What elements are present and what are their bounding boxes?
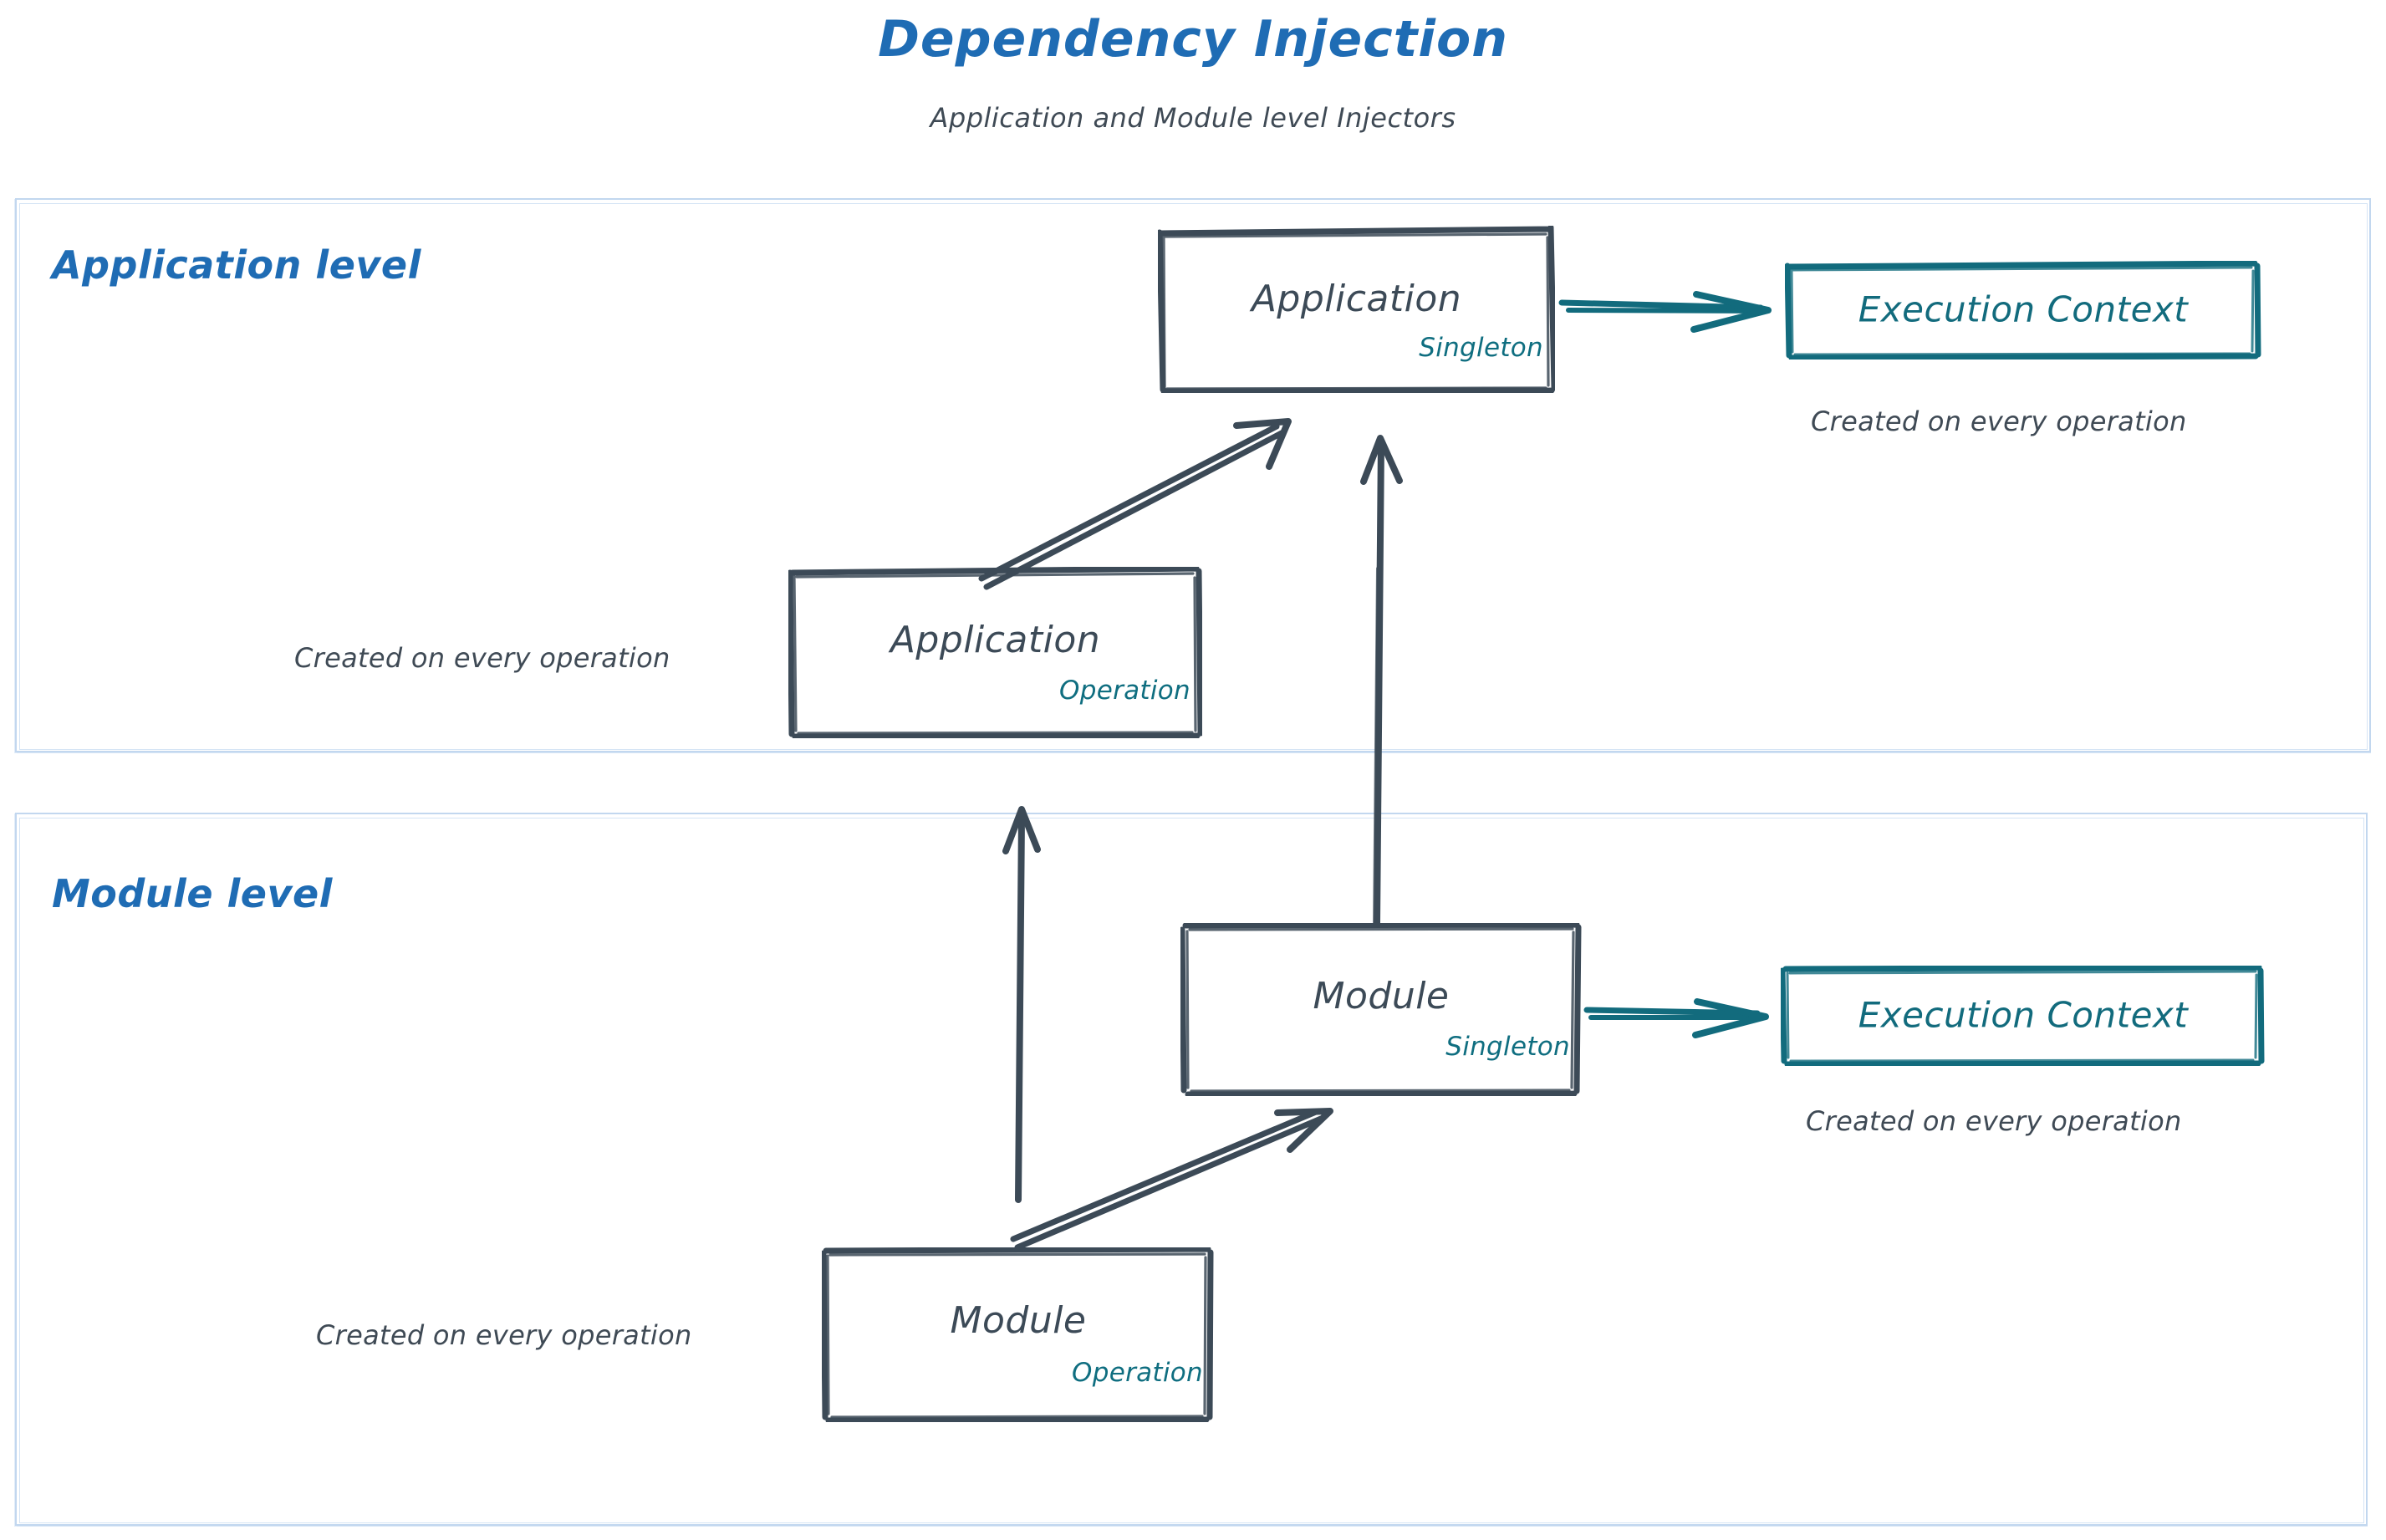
execution-context-title: Execution Context xyxy=(1858,994,2189,1036)
execution-context-module-caption: Created on every operation xyxy=(1806,1105,2182,1137)
node-title: Module xyxy=(950,1299,1087,1342)
node-application-singleton[interactable]: Application Singleton xyxy=(1158,226,1555,393)
node-title: Application xyxy=(1251,278,1462,320)
node-scope-badge: Operation xyxy=(1059,676,1190,706)
node-module-operation[interactable]: Module Operation xyxy=(822,1247,1215,1422)
node-module-singleton[interactable]: Module Singleton xyxy=(1180,923,1582,1096)
node-title: Application xyxy=(890,619,1101,661)
page-title: Dependency Injection xyxy=(878,10,1508,69)
node-application-operation[interactable]: Application Operation xyxy=(788,567,1202,738)
application-operation-caption: Created on every operation xyxy=(294,642,670,674)
application-level-container xyxy=(15,198,2371,752)
page-subtitle: Application and Module level Injectors xyxy=(930,102,1456,134)
execution-context-application-caption: Created on every operation xyxy=(1811,405,2187,437)
module-operation-caption: Created on every operation xyxy=(316,1319,692,1351)
execution-context-title: Execution Context xyxy=(1858,288,2189,330)
node-execution-context-application[interactable]: Execution Context xyxy=(1785,261,2261,360)
module-level-container xyxy=(15,813,2368,1526)
node-scope-badge: Operation xyxy=(1072,1358,1203,1388)
node-execution-context-module[interactable]: Execution Context xyxy=(1781,966,2266,1066)
node-scope-badge: Singleton xyxy=(1419,333,1543,363)
module-level-label: Module level xyxy=(52,871,333,916)
application-level-label: Application level xyxy=(52,242,421,288)
node-title: Module xyxy=(1313,975,1450,1017)
node-scope-badge: Singleton xyxy=(1445,1032,1570,1062)
